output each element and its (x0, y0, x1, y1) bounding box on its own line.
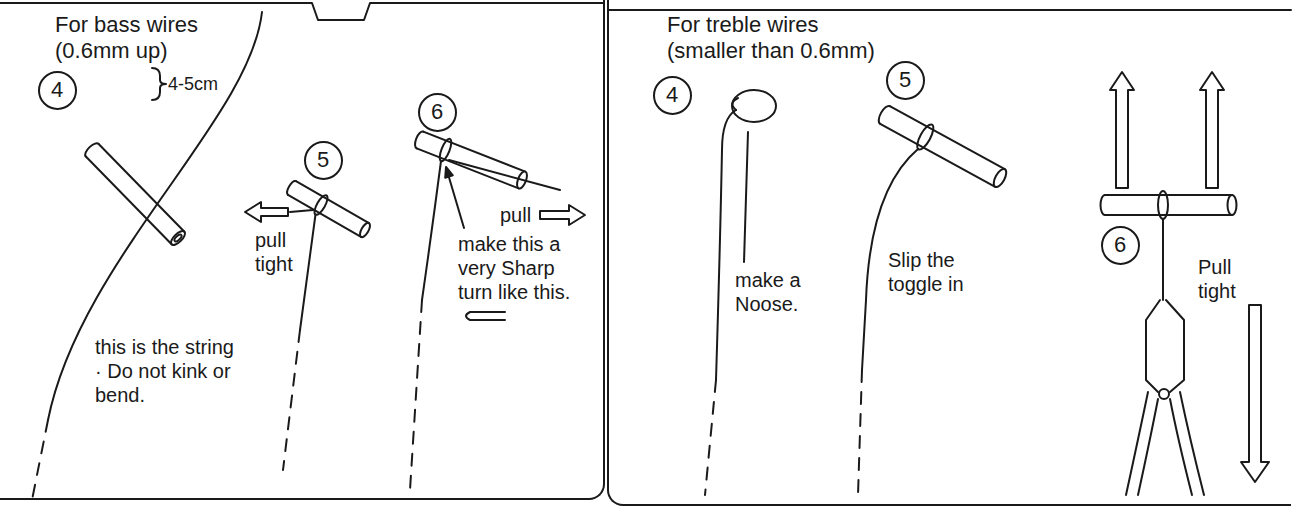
toggle-body (880, 106, 1005, 187)
pliers-handle (1170, 392, 1204, 495)
dimension-label: 4-5cm (168, 74, 218, 96)
step-number-text: 5 (317, 147, 329, 173)
leader-line (448, 174, 464, 228)
string-wire-dashed (705, 380, 716, 495)
noose-hook (732, 98, 738, 110)
step-number-text: 6 (1114, 232, 1126, 258)
leader-arrowhead (445, 167, 453, 178)
step-number-text: 5 (899, 67, 911, 93)
up-arrow (1200, 72, 1224, 188)
panel-heading: For bass wires (0.6mm up) (55, 12, 245, 65)
toggle-hole (173, 233, 182, 242)
toggle-end (415, 131, 423, 148)
toggle-end (358, 221, 372, 238)
panel-heading: For treble wires (smaller than 0.6mm) (667, 12, 897, 65)
wire-end (449, 160, 560, 190)
noose-loop (914, 122, 936, 151)
panel-top-edge (609, 9, 1291, 11)
toggle-end (879, 106, 890, 124)
wire-loop (312, 193, 330, 216)
instruction-text: pull tight (255, 228, 310, 276)
step-number-text: 4 (666, 82, 678, 108)
pull-arrow (540, 205, 585, 225)
pliers-handle (1126, 392, 1158, 495)
string-wire-dashed (283, 330, 300, 470)
sharp-turn-sketch (466, 312, 505, 320)
step-number: 4 (38, 71, 77, 110)
toggle-end (991, 167, 1008, 189)
step-number: 5 (304, 141, 343, 180)
string-wire (716, 110, 736, 380)
pliers-pivot (1159, 389, 1169, 399)
string-wire (1162, 219, 1164, 300)
note-text: make this a very Sharp turn like this. (458, 232, 583, 304)
toggle-body (86, 144, 185, 245)
string-wire-dashed (858, 370, 862, 495)
noose-loop (1158, 191, 1168, 219)
toggle-end (1228, 195, 1237, 215)
string-wire-dashed (32, 420, 48, 500)
instruction-text: Pull tight (1198, 255, 1258, 303)
string-wire (422, 161, 441, 300)
pull-arrow (245, 202, 288, 222)
step-number: 6 (1101, 226, 1140, 265)
instruction-text: Slip the toggle in (888, 248, 988, 296)
toggle-end (1101, 195, 1106, 215)
note-text: this is the string · Do not kink or bend… (95, 335, 245, 407)
toggle-body (288, 181, 369, 237)
step-number: 6 (418, 93, 457, 132)
wire-end (290, 210, 313, 212)
up-arrow (1110, 72, 1134, 188)
step-number: 4 (653, 76, 692, 115)
toggle-end (169, 229, 187, 247)
pliers-jaw (1146, 300, 1160, 392)
noose-loop (732, 90, 776, 122)
leader-line (744, 132, 748, 262)
toggle-body (417, 132, 526, 189)
instruction-text: pull (500, 203, 531, 227)
down-arrow (1241, 305, 1269, 482)
length-bracket (152, 68, 166, 100)
step-number-text: 6 (431, 99, 443, 125)
pliers-jaw (1166, 300, 1184, 392)
step-number-text: 4 (51, 77, 63, 103)
instruction-text: make a Noose. (735, 268, 825, 316)
string-wire-dashed (410, 300, 422, 490)
toggle-end (287, 181, 296, 195)
toggle-end (85, 143, 98, 156)
step-number: 5 (886, 61, 925, 100)
string-wire (48, 12, 262, 420)
string-wire (300, 215, 316, 331)
wire-loop (437, 137, 453, 162)
